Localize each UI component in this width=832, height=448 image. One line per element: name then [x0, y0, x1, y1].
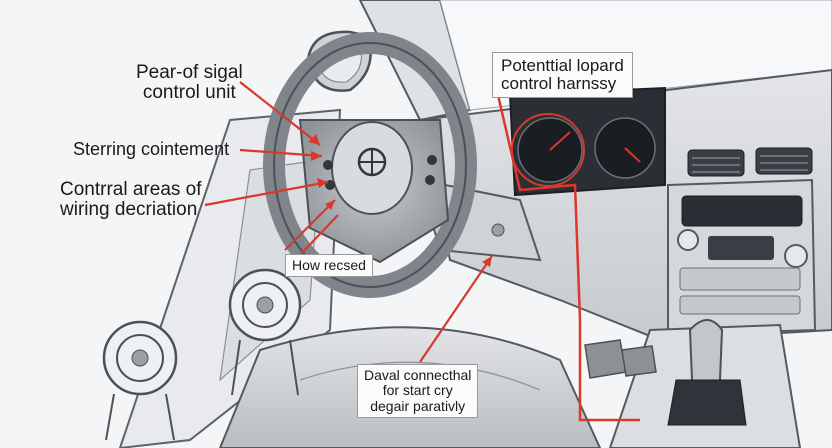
leader-daval	[419, 255, 493, 363]
harness-highlight-circle	[511, 113, 585, 187]
callout-sterring: Sterring cointement	[73, 139, 230, 159]
callout-daval-line3: degair parativly	[370, 397, 466, 414]
instrument-cluster	[508, 86, 666, 197]
vent-icon	[755, 147, 813, 175]
leader-control-areas	[204, 180, 329, 207]
callout-control-areas-line2: wiring decriation	[60, 198, 198, 220]
center-console	[667, 147, 817, 337]
pedal-icon	[584, 339, 657, 379]
callout-potential-line2: control harnssy	[501, 73, 617, 93]
brand-logo-icon	[357, 147, 387, 177]
callout-daval-line1: Daval connecthal	[364, 367, 472, 383]
callout-pear-signal-line2: control unit	[142, 81, 236, 103]
callout-pear-signal: Pear-of sigal control unit	[136, 63, 243, 103]
speaker-icon	[102, 320, 178, 441]
callout-potential: Potenttial lopard control harnssy	[492, 52, 633, 98]
leader-how-recsed-2	[299, 214, 339, 256]
callout-daval: Daval connecthal for start cry degair pa…	[357, 364, 479, 419]
vent-icon	[687, 149, 745, 177]
leader-how-recsed	[284, 199, 336, 251]
callout-control-areas: Contrral areas of wiring decriation	[60, 180, 202, 220]
gear-shifter-icon	[667, 319, 747, 426]
callout-control-areas-line1: Contrral areas of	[60, 179, 202, 200]
wiring-harness-path	[496, 94, 640, 422]
callout-daval-line2: for start cry	[382, 382, 453, 399]
speaker-icon	[228, 268, 302, 396]
callout-potential-line1: Potenttial lopard	[501, 56, 624, 75]
steering-wheel-icon	[263, 32, 477, 298]
callout-pear-signal-line1: Pear-of sigal	[136, 62, 243, 83]
leader-pear-signal	[239, 81, 321, 146]
leader-sterring	[239, 148, 323, 158]
callout-how-recsed: How recsed	[285, 254, 373, 277]
